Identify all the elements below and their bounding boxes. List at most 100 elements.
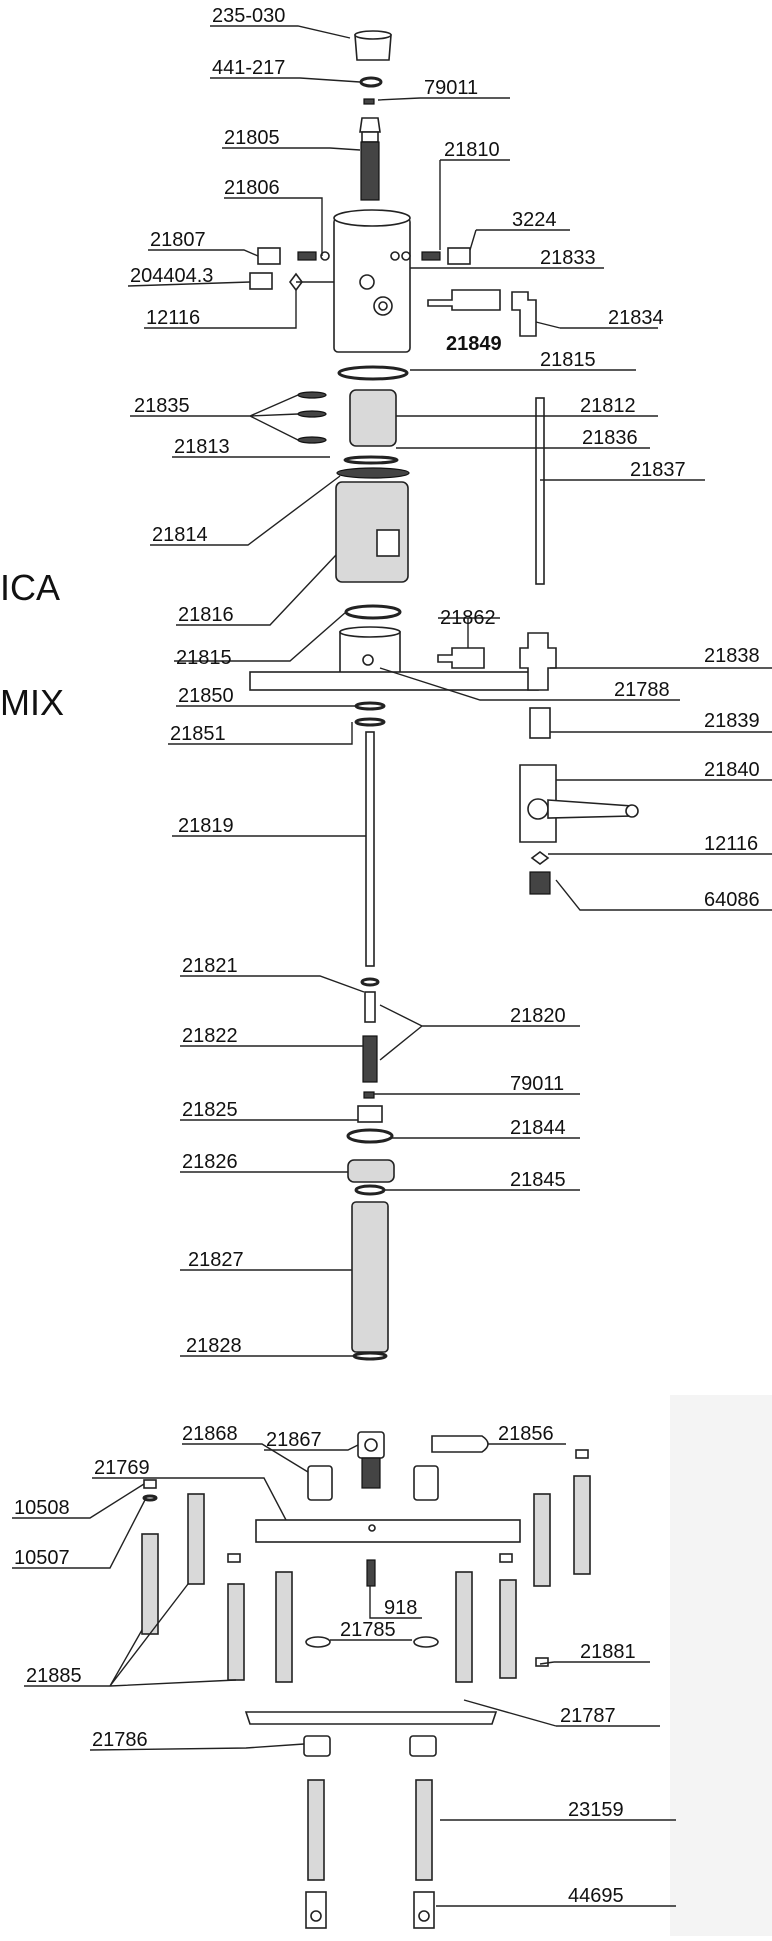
label-21816: 21816	[178, 604, 234, 626]
label-21815-lower: 21815	[176, 647, 232, 669]
label-21881: 21881	[580, 1641, 636, 1663]
label-21821: 21821	[182, 955, 238, 977]
label-21788: 21788	[614, 679, 670, 701]
piston-21812	[349, 389, 397, 447]
o-ring-441	[359, 76, 383, 88]
label-79011-lower: 79011	[510, 1073, 564, 1095]
leader-lines-lower	[12, 1443, 676, 1907]
ring-21835-b	[297, 410, 327, 418]
elbow-21834	[511, 291, 537, 337]
label-21785: 21785	[340, 1619, 396, 1641]
label-918: 918	[384, 1597, 417, 1619]
tube-21827	[351, 1201, 389, 1353]
washer-10507	[142, 1494, 158, 1502]
label-21810: 21810	[444, 139, 500, 161]
label-21814: 21814	[152, 524, 208, 546]
spacer-21785-right	[413, 1636, 439, 1648]
label-21862: 21862	[440, 607, 496, 629]
body-dot-1	[390, 251, 400, 261]
label-21844: 21844	[510, 1117, 566, 1139]
standoff-left-1	[141, 1533, 159, 1635]
valve-21867-thread	[361, 1457, 381, 1489]
ring-21828	[352, 1351, 388, 1361]
standoff-right-4	[573, 1475, 591, 1575]
nut-right-a	[499, 1553, 513, 1563]
bottom-plate-21787	[244, 1711, 498, 1725]
valve-knob	[527, 798, 549, 820]
stem-thread	[360, 141, 380, 201]
bushing-21868-left	[307, 1465, 333, 1501]
base-block-top	[339, 626, 401, 638]
ring-21835-c	[297, 436, 327, 444]
pin-918	[366, 1559, 376, 1587]
label-21769: 21769	[94, 1457, 150, 1479]
o-ring-21815-top	[337, 365, 409, 381]
top-plate-21769	[255, 1519, 521, 1543]
lower-frame-assembly: 21867 21856 21868 21769 10508 10507 918 …	[12, 1423, 676, 1929]
label-12116: 12116	[146, 307, 200, 329]
label-21856: 21856	[498, 1423, 554, 1445]
nut-10508	[143, 1479, 157, 1489]
label-21827: 21827	[188, 1249, 244, 1271]
ring-21850	[354, 701, 386, 711]
label-21885: 21885	[26, 1665, 82, 1687]
label-21825: 21825	[182, 1099, 238, 1121]
fitting-64086	[529, 871, 551, 895]
spring-21810	[421, 251, 441, 261]
standoff-right-2	[499, 1579, 517, 1679]
standoff-right-3	[533, 1493, 551, 1587]
label-21807: 21807	[150, 229, 206, 251]
fitting-21807	[257, 247, 281, 265]
label-21868: 21868	[182, 1423, 238, 1445]
labels-lower: 21867 21856 21868 21769 10508 10507 918 …	[14, 1423, 636, 1907]
seal-21826	[347, 1159, 395, 1183]
bushing-bottom-right	[409, 1735, 437, 1757]
base-block	[339, 631, 401, 677]
nut-21825	[357, 1105, 383, 1123]
label-21840: 21840	[704, 759, 760, 781]
label-21813: 21813	[174, 436, 230, 458]
cap-top	[354, 30, 392, 40]
label-21806: 21806	[224, 177, 280, 199]
standoff-left-4	[275, 1571, 293, 1683]
standoff-left-2	[187, 1493, 205, 1585]
label-21815: 21815	[540, 349, 596, 371]
base-plate	[249, 671, 539, 691]
nut-right-c	[575, 1449, 589, 1459]
body-dot-3	[320, 251, 330, 261]
valve-handle-end	[625, 804, 639, 818]
label-21834: 21834	[608, 307, 664, 329]
label-64086: 64086	[704, 889, 760, 911]
label-3224: 3224	[512, 209, 557, 231]
gear-ring-21814	[336, 467, 410, 479]
valve-handle	[547, 799, 633, 819]
rod-21819	[365, 731, 375, 967]
o-ring-21815-lower	[344, 604, 402, 620]
post-23159-left	[307, 1779, 325, 1881]
tube-21837	[535, 397, 545, 585]
base-port	[362, 654, 374, 666]
label-21839: 21839	[704, 710, 760, 732]
cylinder-window	[376, 529, 400, 557]
fitting-3224	[447, 247, 471, 265]
bushing-bottom-left	[303, 1735, 331, 1757]
foot-hole-left	[310, 1910, 322, 1922]
label-21867: 21867	[266, 1429, 322, 1451]
label-21826: 21826	[182, 1151, 238, 1173]
side-text-mix: MIX	[0, 682, 64, 723]
valve-21867-hole	[364, 1438, 378, 1452]
main-body-top	[333, 209, 411, 227]
body-port-1	[359, 274, 375, 290]
bushing-21868-right	[413, 1465, 439, 1501]
label-204404-3: 204404.3	[130, 265, 213, 287]
post-23159-right	[415, 1779, 433, 1881]
label-21845: 21845	[510, 1169, 566, 1191]
leader-lines-upper	[127, 25, 772, 1357]
standoff-right-1	[455, 1571, 473, 1683]
ring-21821	[360, 977, 380, 987]
foot-hole-right	[418, 1910, 430, 1922]
background-panel	[670, 1395, 772, 1936]
connector-21862	[437, 647, 485, 669]
label-21837: 21837	[630, 459, 686, 481]
stem-head	[359, 117, 381, 133]
